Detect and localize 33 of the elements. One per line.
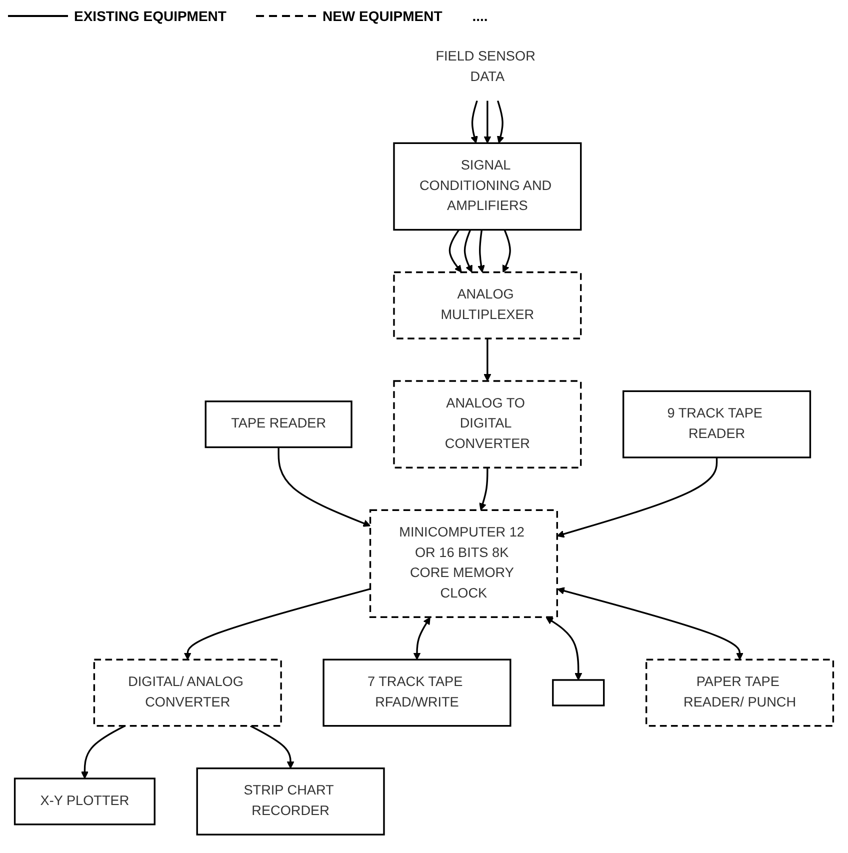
node-box: TAPE READER bbox=[204, 400, 352, 448]
legend-text: EXISTING EQUIPMENT bbox=[74, 8, 226, 24]
arrow bbox=[448, 229, 462, 273]
node-box: ANALOG MULTIPLEXER bbox=[393, 271, 582, 340]
arrow bbox=[557, 587, 744, 660]
arrow bbox=[478, 230, 485, 273]
node-box: X-Y PLOTTER bbox=[14, 778, 156, 826]
ellipsis-note: .... bbox=[472, 8, 488, 24]
node-box: DIGITAL/ ANALOG CONVERTER bbox=[93, 658, 282, 727]
node-box: 7 TRACK TAPE RFAD/WRITE bbox=[322, 658, 512, 727]
arrow bbox=[556, 457, 718, 538]
arrow bbox=[250, 725, 294, 769]
arrow bbox=[464, 229, 472, 273]
arrow bbox=[546, 616, 582, 680]
node-box: PAPER TAPE READER/ PUNCH bbox=[645, 658, 834, 727]
node-box: MINICOMPUTER 12 OR 16 BITS 8K CORE MEMORY CLOCK bbox=[369, 509, 558, 618]
arrow bbox=[484, 100, 492, 144]
node-box: 9 TRACK TAPE READER bbox=[622, 390, 812, 458]
node-text: FIELD SENSOR DATA bbox=[436, 50, 536, 85]
arrow bbox=[413, 617, 430, 660]
arrow bbox=[502, 229, 511, 273]
node-box: ANALOG TO DIGITAL CONVERTER bbox=[393, 380, 582, 468]
arrow bbox=[496, 100, 504, 144]
arrow bbox=[80, 725, 126, 779]
arrow bbox=[479, 468, 488, 510]
arrow bbox=[184, 588, 370, 660]
node-box: SIGNAL CONDITIONING AND AMPLIFIERS bbox=[393, 142, 582, 231]
legend-text: NEW EQUIPMENT bbox=[322, 8, 442, 24]
arrow bbox=[470, 100, 478, 144]
arrow bbox=[278, 447, 371, 527]
node-box: STRIP CHART RECORDER bbox=[196, 767, 385, 836]
node-box bbox=[552, 679, 605, 706]
arrow bbox=[484, 338, 492, 382]
